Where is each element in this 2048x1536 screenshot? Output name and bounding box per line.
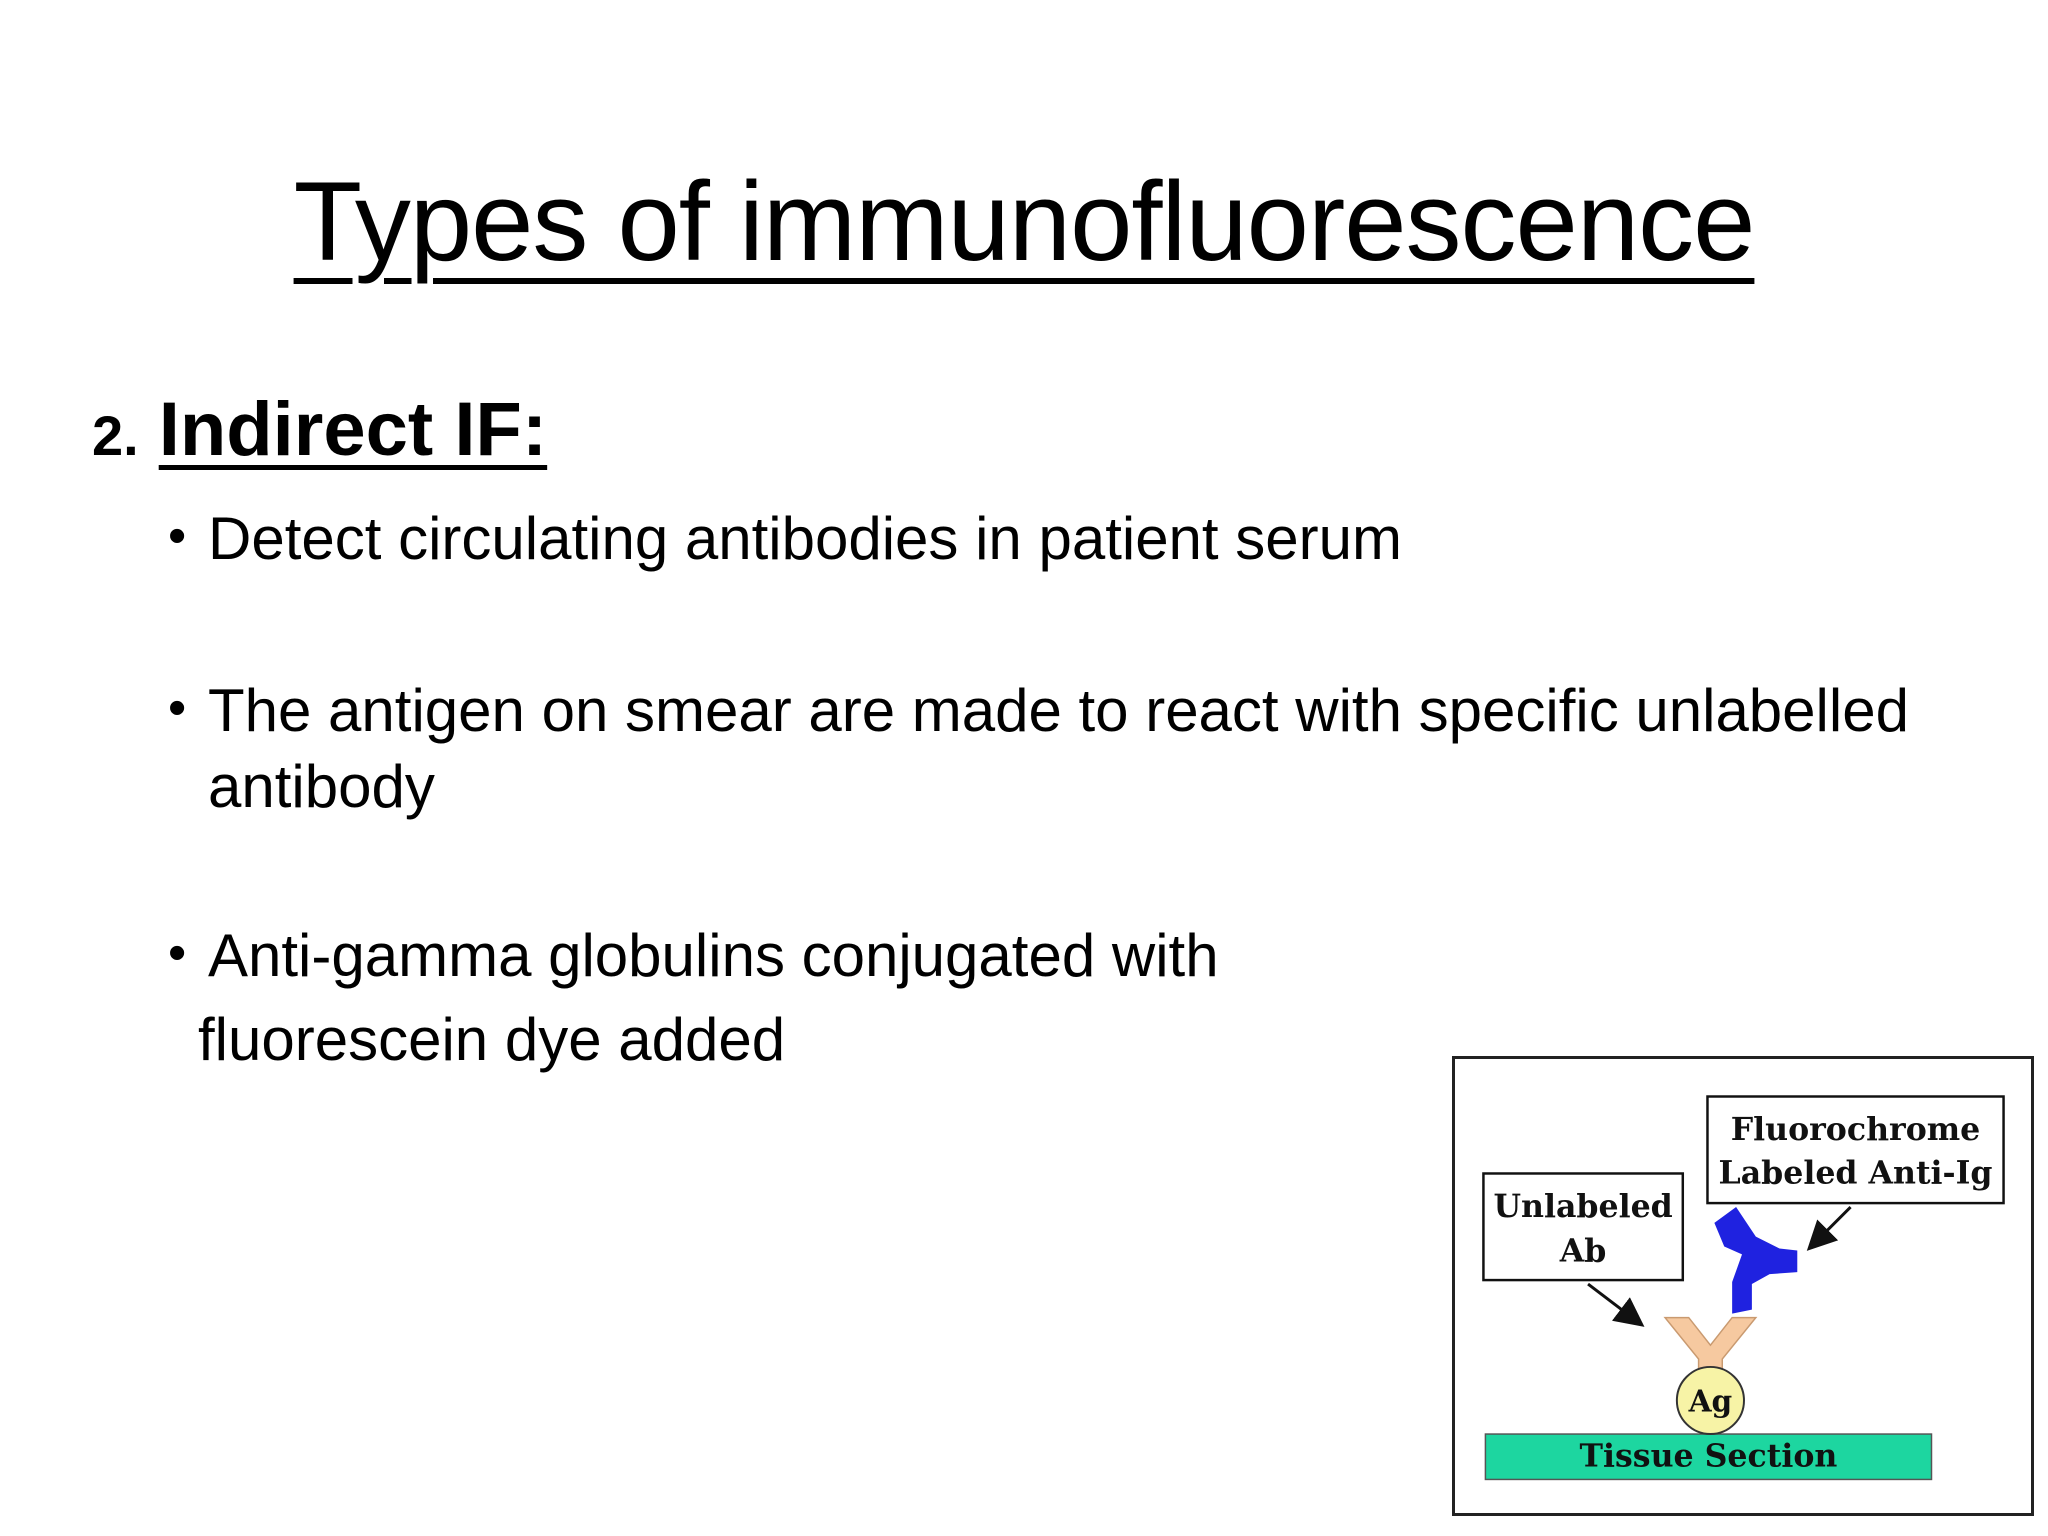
section-label: Indirect IF: — [158, 387, 548, 472]
tissue-section — [1484, 1433, 1933, 1481]
arrow-to-labeled-anti-ig — [1806, 1205, 1852, 1251]
antigen — [1675, 1365, 1745, 1436]
fluorochrome-label-line1: Fluorochrome — [1731, 1111, 1981, 1148]
bullet-text: Detect circulating antibodies in patient… — [208, 505, 1402, 572]
bullet-item: • The antigen on smear are made to react … — [168, 670, 2028, 825]
slide-title: Types of immunofluorescence — [0, 160, 2048, 283]
diagram-svg: Fluorochrome Labeled Anti-Ig Unlabeled A… — [1482, 1095, 2005, 1481]
labeled-anti-ig — [1714, 1207, 1798, 1314]
bullet-text-line1: The antigen on smear are made to react w… — [208, 677, 1909, 744]
bullet-dot: • — [168, 507, 187, 565]
unlabeled-label-line2: Ab — [1559, 1232, 1607, 1269]
tissue-section-label: Tissue Section — [1580, 1438, 1838, 1475]
section-number: 2. — [92, 404, 139, 467]
bullet-item: • Detect circulating antibodies in patien… — [168, 498, 2028, 577]
antigen-label: Ag — [1688, 1383, 1733, 1418]
unlabeled-label-line1: Unlabeled — [1493, 1188, 1672, 1225]
indirect-if-diagram: Fluorochrome Labeled Anti-Ig Unlabeled A… — [1452, 1056, 2034, 1516]
fluorochrome-label-box — [1706, 1095, 2005, 1205]
slide-title-text: Types of immunofluorescence — [293, 159, 1756, 284]
fluorochrome-label-line2: Labeled Anti-Ig — [1719, 1154, 1993, 1191]
unlabeled-label-box — [1482, 1172, 1685, 1282]
bullet-text-line2: fluorescein dye added — [198, 1006, 786, 1073]
bullet-dot: • — [168, 924, 187, 982]
bullet-text-line2: antibody — [208, 753, 435, 820]
section-heading: 2. Indirect IF: — [92, 388, 547, 472]
arrow-to-unlabeled-ab — [1587, 1282, 1645, 1327]
bullet-text-line1: Anti-gamma globulins conjugated with — [208, 922, 1219, 989]
bullet-dot: • — [168, 679, 187, 737]
bullet-item: • Anti-gamma globulins conjugated with fl… — [168, 915, 2028, 1078]
unlabeled-antibody — [1663, 1316, 1758, 1370]
